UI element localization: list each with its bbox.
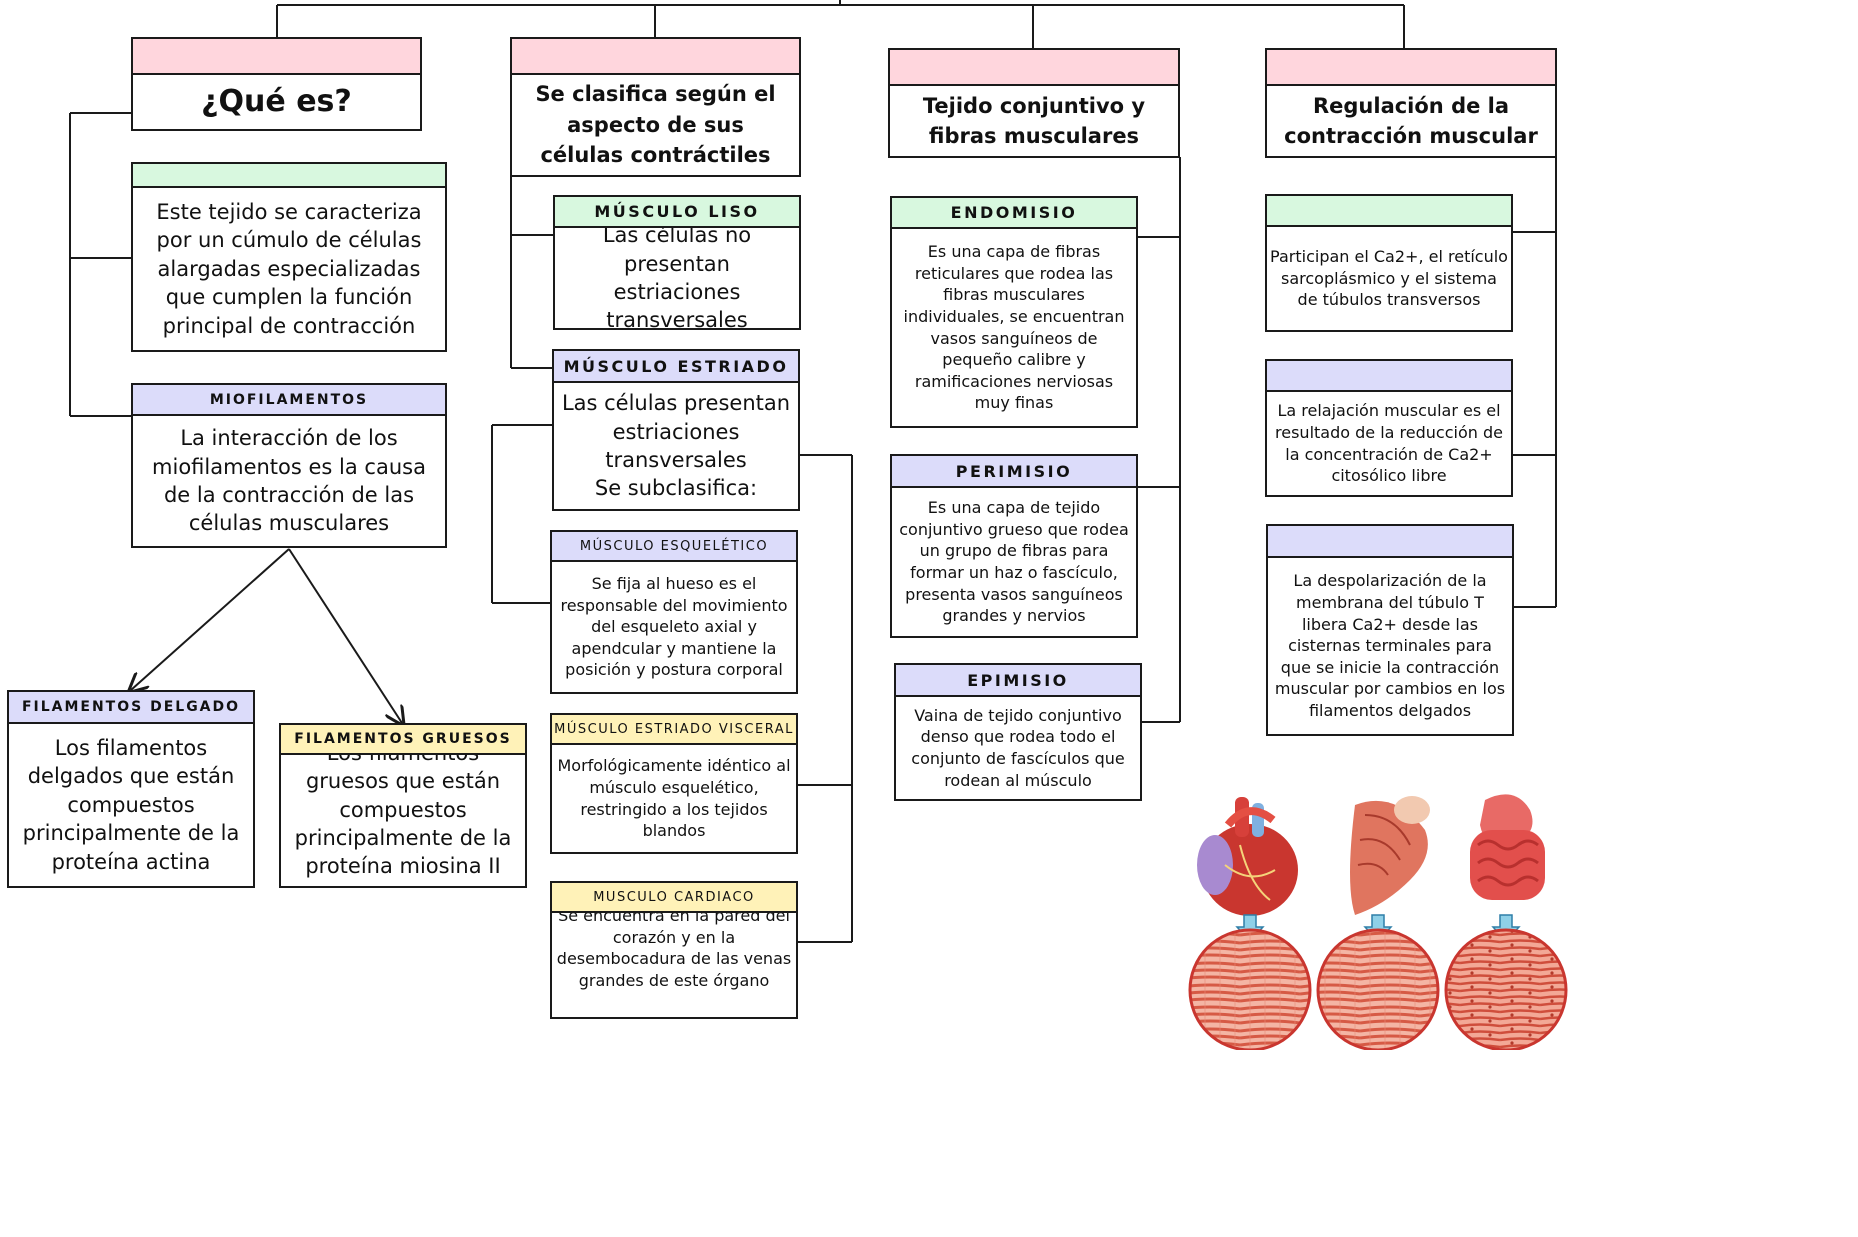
musculo-estriado-text: Las células presentan estriaciones trans… bbox=[561, 391, 791, 472]
musculo-visceral-label: MÚSCULO ESTRIADO VISCERAL bbox=[554, 721, 794, 737]
perimisio-text: Es una capa de tejido conjuntivo grueso … bbox=[899, 498, 1129, 626]
miofilamentos-label: MIOFILAMENTOS bbox=[209, 391, 369, 408]
definicion-text: Este tejido se caracteriza por un cúmulo… bbox=[156, 200, 422, 338]
musculo-visceral-card: MÚSCULO ESTRIADO VISCERAL Morfológicamen… bbox=[550, 713, 798, 854]
musculo-cardiaco-card: MUSCULO CARDIACO Se encuentra en la pare… bbox=[550, 881, 798, 1019]
regulacion-header: Regulación de la contracción muscular bbox=[1265, 48, 1557, 158]
endomisio-label: ENDOMISIO bbox=[950, 203, 1078, 222]
clasificacion-title: Se clasifica según el aspecto de sus cél… bbox=[535, 82, 776, 168]
epimisio-text: Vaina de tejido conjuntivo denso que rod… bbox=[911, 705, 1125, 790]
definicion-card: Este tejido se caracteriza por un cúmulo… bbox=[131, 162, 447, 352]
miofilamentos-text: La interacción de los miofilamentos es l… bbox=[152, 426, 426, 536]
tejido-title: Tejido conjuntivo y fibras musculares bbox=[922, 93, 1146, 148]
que-es-title: ¿Qué es? bbox=[201, 83, 352, 119]
stomach-intestine-icon bbox=[1470, 794, 1545, 900]
musculo-cardiaco-label: MUSCULO CARDIACO bbox=[593, 889, 755, 905]
connector-lines bbox=[69, 0, 1557, 943]
miofilamentos-card: MIOFILAMENTOS La interacción de los miof… bbox=[131, 383, 447, 548]
endomisio-card: ENDOMISIO Es una capa de fibras reticula… bbox=[890, 196, 1138, 428]
musculo-esqueletico-card: MÚSCULO ESQUELÉTICO Se fija al hueso es … bbox=[550, 530, 798, 694]
regulacion-card-3: La despolarización de la membrana del tú… bbox=[1266, 524, 1514, 736]
arm-muscle-icon bbox=[1350, 796, 1430, 915]
epimisio-label: EPIMISIO bbox=[967, 670, 1069, 690]
regulacion-title: Regulación de la contracción muscular bbox=[1284, 93, 1538, 148]
musculo-estriado-card: MÚSCULO ESTRIADO Las células presentan e… bbox=[552, 349, 800, 511]
que-es-header: ¿Qué es? bbox=[131, 37, 422, 131]
musculo-liso-label: MÚSCULO LISO bbox=[594, 202, 760, 221]
heart-icon bbox=[1197, 797, 1298, 916]
regulacion-card-1: Participan el Ca2+, el retículo sarcoplá… bbox=[1265, 194, 1513, 332]
perimisio-card: PERIMISIO Es una capa de tejido conjunti… bbox=[890, 454, 1138, 638]
muscle-types-illustration bbox=[1188, 794, 1568, 1050]
musculo-esqueletico-label: MÚSCULO ESQUELÉTICO bbox=[579, 538, 769, 554]
filamentos-gruesos-label: FILAMENTOS GRUESOS bbox=[294, 731, 512, 747]
tejido-header: Tejido conjuntivo y fibras musculares bbox=[888, 48, 1180, 158]
musculo-liso-card: MÚSCULO LISO Las células no presentan es… bbox=[553, 195, 801, 330]
endomisio-text: Es una capa de fibras reticulares que ro… bbox=[903, 242, 1125, 413]
filamentos-delgado-card: FILAMENTOS DELGADO Los filamentos delgad… bbox=[7, 690, 255, 888]
musculo-estriado-subclasifica: Se subclasifica: bbox=[594, 476, 758, 501]
regulacion-text-3: La despolarización de la membrana del tú… bbox=[1274, 571, 1506, 720]
musculo-esqueletico-text: Se fija al hueso es el responsable del m… bbox=[560, 574, 788, 680]
musculo-liso-text: Las células no presentan estriaciones tr… bbox=[602, 228, 752, 328]
filamentos-gruesos-text: Los filamentos gruesos que están compues… bbox=[294, 755, 512, 879]
clasificacion-header: Se clasifica según el aspecto de sus cél… bbox=[510, 37, 801, 177]
regulacion-card-2: La relajación muscular es el resultado d… bbox=[1265, 359, 1513, 497]
filamentos-gruesos-card: FILAMENTOS GRUESOS Los filamentos grueso… bbox=[279, 723, 527, 888]
musculo-estriado-label: MÚSCULO ESTRIADO bbox=[563, 356, 789, 376]
musculo-visceral-text: Morfológicamente idéntico al músculo esq… bbox=[557, 756, 791, 841]
filamentos-delgado-text: Los filamentos delgados que están compue… bbox=[22, 736, 240, 874]
musculo-cardiaco-text: Se encuentra en la pared del corazón y e… bbox=[556, 913, 792, 990]
epimisio-card: EPIMISIO Vaina de tejido conjuntivo dens… bbox=[894, 663, 1142, 801]
regulacion-text-2: La relajación muscular es el resultado d… bbox=[1275, 401, 1503, 486]
perimisio-label: PERIMISIO bbox=[955, 461, 1073, 481]
regulacion-text-1: Participan el Ca2+, el retículo sarcoplá… bbox=[1270, 247, 1508, 310]
filamentos-delgado-label: FILAMENTOS DELGADO bbox=[21, 699, 241, 715]
